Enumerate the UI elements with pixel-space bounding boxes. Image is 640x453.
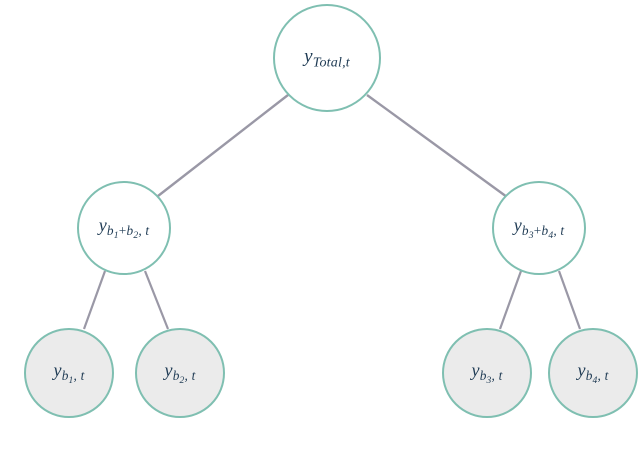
node-b2[interactable]: yb2, t xyxy=(135,328,225,418)
node-b3b4[interactable]: yb3+b4, t xyxy=(492,181,586,275)
node-b1b2-term1: b xyxy=(106,222,114,238)
node-b3-sub-tail: , t xyxy=(491,367,503,383)
node-b1-label: yb1, t xyxy=(53,361,84,386)
node-b1b2-tail: , t xyxy=(138,222,150,238)
node-b1-sub-index: 1 xyxy=(68,374,74,386)
node-b2-sub-base: b xyxy=(172,367,180,383)
node-b3b4-operator: + xyxy=(533,222,542,238)
node-b3b4-index2: 4 xyxy=(548,229,554,241)
node-b3b4-tail: , t xyxy=(553,222,565,238)
node-b1-sub-tail: , t xyxy=(73,367,85,383)
node-b1b2-term2: b xyxy=(126,222,134,238)
edge-b3b4-to-b4 xyxy=(557,270,582,330)
node-b1b2-subscript: b1+b2, t xyxy=(106,222,150,241)
node-b3-subscript: b3, t xyxy=(479,367,503,386)
node-b2-base: y xyxy=(164,359,173,380)
node-b2-sub-tail: , t xyxy=(184,367,196,383)
node-b3b4-subscript: b3+b4, t xyxy=(521,222,565,241)
node-b4-base: y xyxy=(577,359,586,380)
node-b1b2-index2: 2 xyxy=(133,229,139,241)
node-b3b4-label: yb3+b4, t xyxy=(514,216,565,241)
node-b1-subscript: b1, t xyxy=(61,367,85,386)
node-b1-base: y xyxy=(53,359,62,380)
node-total[interactable]: yTotal,t xyxy=(273,4,381,112)
node-b3b4-term2: b xyxy=(541,222,549,238)
node-b4-sub-tail: , t xyxy=(597,367,609,383)
node-b2-sub-index: 2 xyxy=(179,374,185,386)
node-b3b4-term1: b xyxy=(521,222,529,238)
node-b1b2-index1: 1 xyxy=(113,229,119,241)
edge-b3b4-to-b3 xyxy=(498,270,523,330)
node-b4-sub-base: b xyxy=(585,367,593,383)
edge-total-to-b1b2 xyxy=(157,94,289,197)
edge-b1b2-to-b2 xyxy=(143,270,170,330)
node-b3[interactable]: yb3, t xyxy=(442,328,532,418)
node-b3-sub-index: 3 xyxy=(486,374,492,386)
edge-b1b2-to-b1 xyxy=(82,270,107,330)
node-b1b2[interactable]: yb1+b2, t xyxy=(77,181,171,275)
node-b4-label: yb4, t xyxy=(577,361,608,386)
node-total-label: yTotal,t xyxy=(304,47,350,70)
node-b4[interactable]: yb4, t xyxy=(548,328,638,418)
node-b2-subscript: b2, t xyxy=(172,367,196,386)
node-b1-sub-base: b xyxy=(61,367,69,383)
node-b4-subscript: b4, t xyxy=(585,367,609,386)
node-b3b4-base: y xyxy=(513,214,522,235)
node-b1b2-label: yb1+b2, t xyxy=(99,216,150,241)
node-b3-base: y xyxy=(471,359,480,380)
node-b1[interactable]: yb1, t xyxy=(24,328,114,418)
node-b3b4-index1: 3 xyxy=(528,229,534,241)
node-b2-label: yb2, t xyxy=(164,361,195,386)
node-total-base: y xyxy=(304,45,313,67)
node-b1b2-base: y xyxy=(98,214,107,235)
node-b3-sub-base: b xyxy=(479,367,487,383)
node-total-subscript: Total,t xyxy=(312,54,350,71)
edge-total-to-b3b4 xyxy=(366,94,508,198)
node-b1b2-operator: + xyxy=(118,222,127,238)
node-b3-label: yb3, t xyxy=(471,361,502,386)
node-b4-sub-index: 4 xyxy=(592,374,598,386)
